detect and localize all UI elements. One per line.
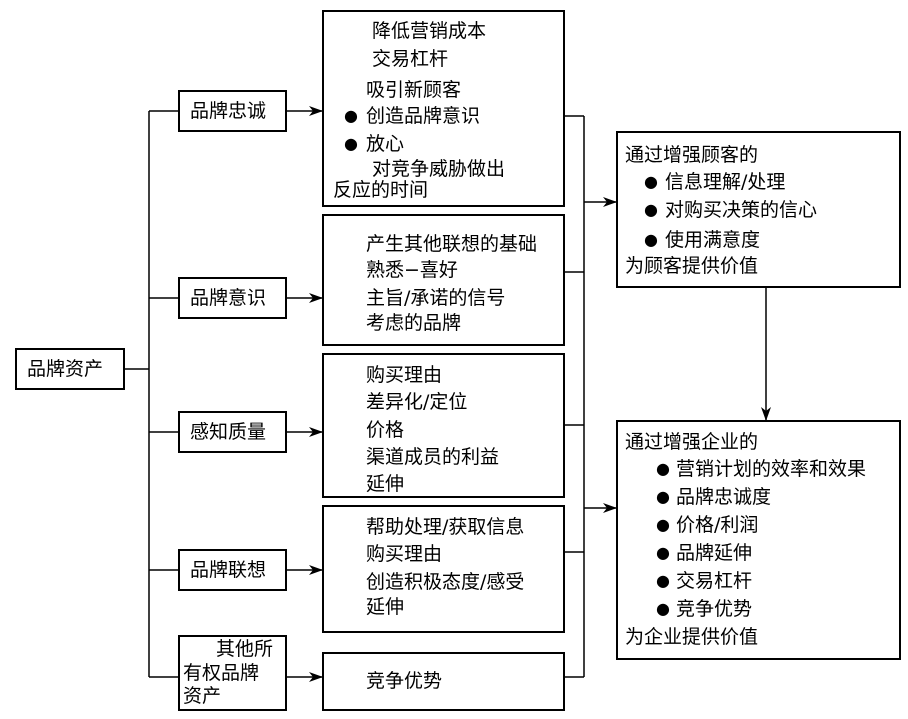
firm-value-item: 品牌忠诚度 xyxy=(676,486,772,508)
perceived-quality-box: 感知质量 xyxy=(178,411,287,453)
benefit-item: 产生其他联想的基础 xyxy=(366,233,538,255)
bullet-icon: ● xyxy=(644,230,658,249)
benefit-item: 考虑的品牌 xyxy=(366,312,462,334)
bullet-icon: ● xyxy=(656,459,670,478)
benefit-item: 降低营销成本 xyxy=(372,20,487,42)
benefit-item: 差异化/定位 xyxy=(366,391,468,413)
bullet-icon: ● xyxy=(656,515,670,534)
customer-value-item: 信息理解/处理 xyxy=(665,171,786,193)
benefit-item: 主旨/承诺的信号 xyxy=(366,287,506,309)
benefit-item: 放心 xyxy=(366,133,405,155)
other-assets-line: 资产 xyxy=(183,685,222,707)
firm-value-item: 交易杠杆 xyxy=(676,570,753,592)
benefit-item: 购买理由 xyxy=(366,364,443,386)
brand-loyalty-box: 品牌忠诚 xyxy=(178,90,287,132)
bullet-icon: ● xyxy=(644,172,658,191)
other-proprietary-assets-box: 其他所 有权品牌 资产 xyxy=(178,635,287,711)
benefit-item: 反应的时间 xyxy=(333,179,429,201)
bullet-icon: ● xyxy=(344,106,358,125)
brand-loyalty-label: 品牌忠诚 xyxy=(190,100,267,122)
bullet-icon: ● xyxy=(656,543,670,562)
brand-awareness-box: 品牌意识 xyxy=(178,277,287,319)
firm-value-footer: 为企业提供价值 xyxy=(625,626,759,648)
firm-value-box: 通过增强企业的 ● 营销计划的效率和效果 ● 品牌忠诚度 ● 价格/利润 ● 品… xyxy=(616,420,901,660)
benefit-item: 延伸 xyxy=(366,596,405,618)
customer-value-item: 对购买决策的信心 xyxy=(665,199,818,221)
customer-value-box: 通过增强顾客的 ● 信息理解/处理 ● 对购买决策的信心 ● 使用满意度 为顾客… xyxy=(616,131,901,288)
brand-equity-box: 品牌资产 xyxy=(15,348,125,390)
brand-associations-box: 品牌联想 xyxy=(178,549,287,591)
bullet-icon: ● xyxy=(656,599,670,618)
benefit-item: 竞争优势 xyxy=(366,670,443,692)
bullet-icon: ● xyxy=(656,571,670,590)
brand-equity-label: 品牌资产 xyxy=(27,358,104,380)
benefit-item: 交易杠杆 xyxy=(372,48,449,70)
benefit-item: 渠道成员的利益 xyxy=(366,446,500,468)
bullet-icon: ● xyxy=(344,134,358,153)
firm-value-item: 营销计划的效率和效果 xyxy=(676,458,867,480)
benefit-item: 创造品牌意识 xyxy=(366,105,481,127)
quality-benefits-box: 购买理由 差异化/定位 价格 渠道成员的利益 延伸 xyxy=(322,353,565,498)
firm-value-heading: 通过增强企业的 xyxy=(625,431,759,453)
benefit-item: 吸引新顾客 xyxy=(366,79,462,101)
associations-benefits-box: 帮助处理/获取信息 购买理由 创造积极态度/感受 延伸 xyxy=(322,505,565,633)
brand-associations-label: 品牌联想 xyxy=(190,559,267,581)
benefit-item: 帮助处理/获取信息 xyxy=(366,516,525,538)
other-assets-line: 其他所 xyxy=(216,638,274,660)
brand-awareness-label: 品牌意识 xyxy=(190,287,267,309)
bullet-icon: ● xyxy=(644,200,658,219)
other-assets-line: 有权品牌 xyxy=(183,662,260,684)
firm-value-item: 品牌延伸 xyxy=(676,542,753,564)
loyalty-benefits-box: 降低营销成本 交易杠杆 吸引新顾客 ● 创造品牌意识 ● 放心 对竞争威胁做出 … xyxy=(322,10,565,207)
firm-value-item: 价格/利润 xyxy=(676,514,759,536)
bullet-icon: ● xyxy=(656,487,670,506)
other-assets-benefits-box: 竞争优势 xyxy=(322,652,565,711)
customer-value-item: 使用满意度 xyxy=(665,229,761,251)
customer-value-footer: 为顾客提供价值 xyxy=(625,255,759,277)
benefit-item: 购买理由 xyxy=(366,543,443,565)
benefit-item: 创造积极态度/感受 xyxy=(366,571,525,593)
benefit-item: 对竞争威胁做出 xyxy=(372,158,506,180)
benefit-item: 价格 xyxy=(366,419,405,441)
awareness-benefits-box: 产生其他联想的基础 熟悉−喜好 主旨/承诺的信号 考虑的品牌 xyxy=(322,214,565,346)
perceived-quality-label: 感知质量 xyxy=(190,421,267,443)
benefit-item: 延伸 xyxy=(366,473,405,495)
customer-value-heading: 通过增强顾客的 xyxy=(625,144,759,166)
benefit-item: 熟悉−喜好 xyxy=(366,259,458,281)
firm-value-item: 竞争优势 xyxy=(676,598,753,620)
